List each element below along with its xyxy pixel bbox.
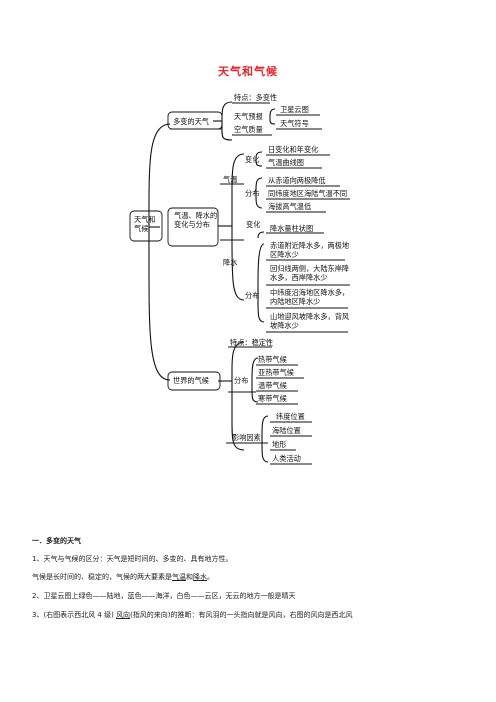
paragraph-2: 气候是长时间的、稳定的，气候的两大要素是气温和降水。 — [32, 573, 214, 581]
branch-climate: 世界的气候 — [173, 376, 209, 385]
branch-weather: 多变的天气 — [173, 117, 209, 126]
temp-curve: 气温曲线图 — [268, 158, 304, 167]
page-title: 天气和气候 — [218, 65, 278, 78]
climate-tropical: 热带气候 — [258, 355, 287, 364]
paragraph-3: 2、卫星云图上绿色——陆地，蓝色——海洋，白色——云区，无云的地方一般是晴天 — [32, 592, 296, 600]
climate-temperate: 温带气候 — [258, 381, 287, 390]
section-heading: 一．多变的天气 — [32, 537, 81, 545]
root-node: 天气和气候 — [134, 215, 156, 233]
precip-dist-1: 赤道附近降水多，两极地区降水少 — [270, 241, 350, 259]
branch-temp-precip: 气温、降水的变化与分布 — [174, 211, 218, 229]
paragraph-1: 1、天气与气候的区分：天气是短时间的、多变的、具有地方性。 — [32, 555, 233, 563]
temp-dist-3: 海拔高气温低 — [268, 202, 312, 211]
precip-dist-4: 山地迎风坡降水多，背风坡降水少 — [270, 312, 350, 330]
climate-frigid: 寒带气候 — [258, 394, 287, 403]
weather-symbols: 天气符号 — [280, 119, 309, 128]
temp-node: 气温 — [223, 175, 238, 184]
weather-feature: 特点：多变性 — [234, 93, 278, 102]
satellite-cloud: 卫星云图 — [280, 105, 309, 114]
temp-dist-2: 同纬度地区海陆气温不同 — [268, 189, 348, 198]
precip-bar-chart: 降水量柱状图 — [270, 224, 314, 233]
climate-distribution: 分布 — [234, 376, 249, 385]
climate-feature: 特点：稳定性 — [230, 338, 274, 347]
temp-dist-1: 从赤道向两极降低 — [268, 176, 326, 185]
factor-human: 人类活动 — [272, 454, 301, 463]
temp-distribution: 分布 — [245, 189, 260, 198]
precip-dist-2: 回归线两侧，大陆东岸降水多，西岸降水少 — [270, 264, 350, 282]
precip-dist-3: 中纬度沿海地区降水多，内陆地区降水少 — [270, 288, 350, 306]
air-quality: 空气质量 — [234, 125, 263, 134]
factor-latitude: 纬度位置 — [276, 412, 305, 421]
temp-change: 变化 — [245, 155, 260, 164]
daily-yearly-change: 日变化和年变化 — [268, 145, 319, 154]
precip-distribution: 分布 — [245, 291, 260, 300]
paragraph-4: 3、(右图表示西北风 4 级) 风向(指风的来向)的推断：有风羽的一头指向就是风… — [32, 611, 353, 619]
weather-forecast: 天气预报 — [234, 112, 263, 121]
precip-node: 降水 — [223, 258, 238, 267]
root-brace — [148, 123, 171, 381]
climate-subtropical: 亚热带气候 — [258, 368, 294, 377]
climate-factors: 影响因素 — [232, 433, 261, 442]
precip-change: 变化 — [246, 220, 261, 229]
factor-terrain: 地形 — [272, 440, 287, 449]
factor-land-sea: 海陆位置 — [272, 426, 301, 435]
